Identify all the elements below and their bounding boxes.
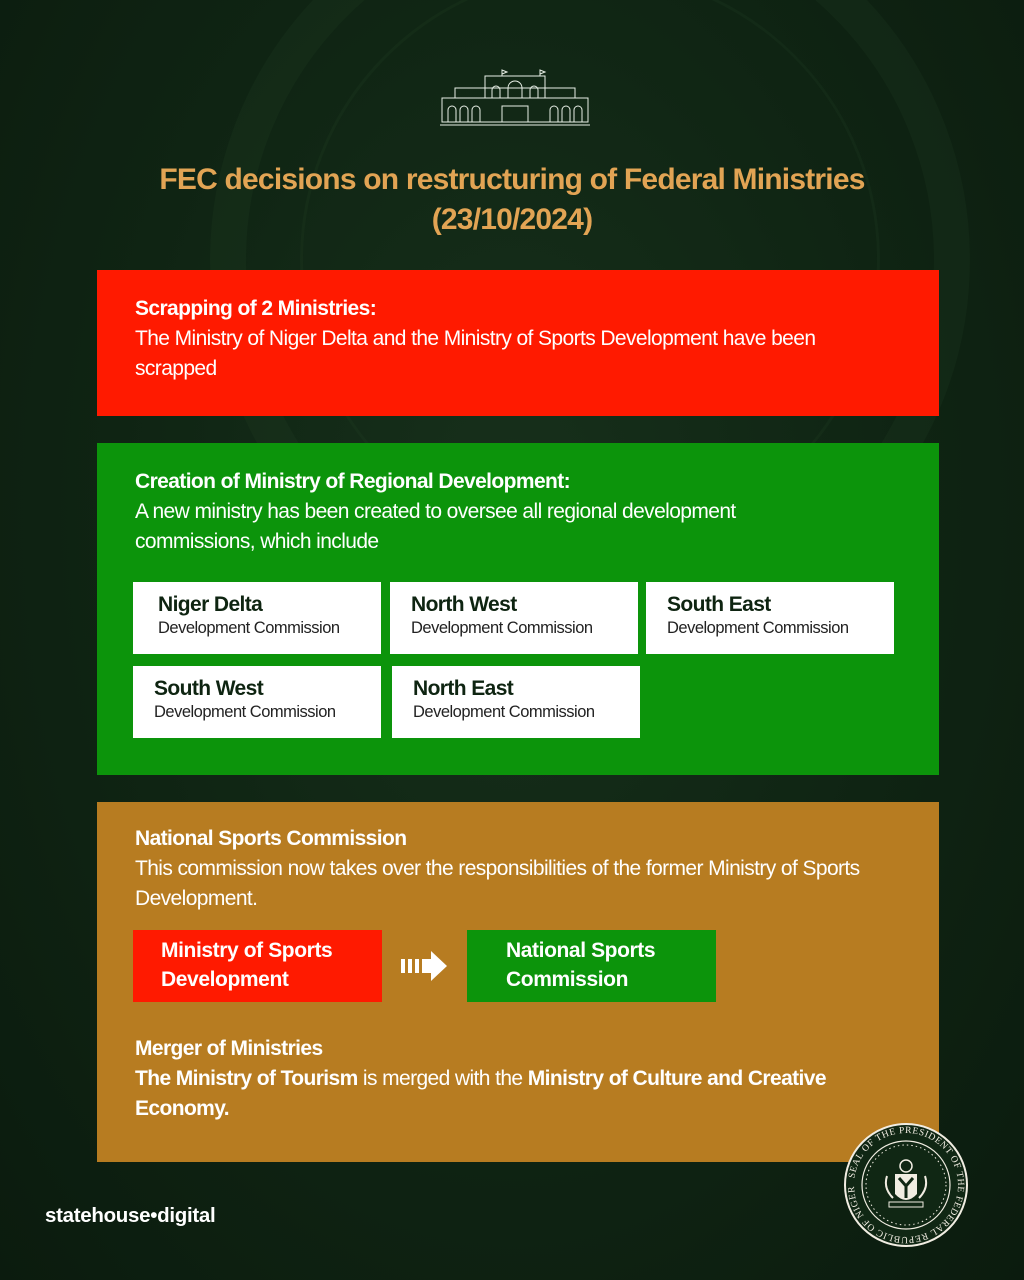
commission-name: North West	[411, 593, 517, 616]
title-line-1: FEC decisions on restructuring of Federa…	[159, 163, 865, 196]
scrapping-body: The Ministry of Niger Delta and the Mini…	[135, 327, 816, 380]
national-sports-commission-box: National Sports Commission	[467, 930, 716, 1002]
regional-development-heading: Creation of Ministry of Regional Develop…	[135, 470, 571, 493]
scrapping-section: Scrapping of 2 Ministries: The Ministry …	[97, 270, 939, 416]
merger-culture: Ministry of Culture and Creative Economy…	[135, 1067, 827, 1120]
regional-development-body: A new ministry has been created to overs…	[135, 500, 736, 553]
former-ministry-line-2: Development	[161, 968, 289, 991]
merger-block: Merger of Ministries The Ministry of Tou…	[135, 1034, 899, 1124]
sports-commission-heading: National Sports Commission	[135, 827, 407, 850]
state-house-building-icon	[440, 69, 590, 126]
commission-card-north-east: North East Development Commission	[392, 666, 640, 738]
commission-card-south-west: South West Development Commission	[133, 666, 381, 738]
statehouse-digital-brand: statehouse•digital	[45, 1204, 216, 1227]
former-ministry-box: Ministry of Sports Development	[133, 930, 382, 1002]
commission-name: Niger Delta	[158, 593, 263, 616]
commission-subtitle: Development Commission	[158, 619, 340, 637]
commission-name: South East	[667, 593, 771, 616]
former-ministry-line-1: Ministry of Sports	[161, 939, 333, 962]
new-commission-line-2: Commission	[506, 968, 629, 991]
commission-subtitle: Development Commission	[413, 703, 595, 721]
commission-subtitle: Development Commission	[411, 619, 593, 637]
right-arrow-icon	[401, 951, 447, 981]
title-date: (23/10/2024)	[431, 203, 593, 236]
commission-name: North East	[413, 677, 514, 700]
sports-commission-body: This commission now takes over the respo…	[135, 857, 860, 910]
presidential-seal-icon: SEAL OF THE PRESIDENT OF THE FEDERAL REP…	[843, 1122, 968, 1247]
commission-subtitle: Development Commission	[667, 619, 849, 637]
scrapping-heading: Scrapping of 2 Ministries:	[135, 297, 377, 320]
commission-subtitle: Development Commission	[154, 703, 336, 721]
merger-connector: is merged with the	[357, 1067, 528, 1090]
regional-development-section: Creation of Ministry of Regional Develop…	[97, 443, 939, 775]
new-commission-line-1: National Sports	[506, 939, 656, 962]
sports-and-merger-section: National Sports Commission This commissi…	[97, 802, 939, 1162]
merger-heading: Merger of Ministries	[135, 1037, 323, 1060]
page-title: FEC decisions on restructuring of Federa…	[0, 160, 1024, 240]
commission-card-niger-delta: Niger Delta Development Commission	[133, 582, 381, 654]
commission-name: South West	[154, 677, 264, 700]
merger-tourism: The Ministry of Tourism	[135, 1067, 358, 1090]
merger-body: The Ministry of Tourism is merged with t…	[135, 1064, 899, 1124]
commission-card-north-west: North West Development Commission	[390, 582, 638, 654]
commission-card-south-east: South East Development Commission	[646, 582, 894, 654]
